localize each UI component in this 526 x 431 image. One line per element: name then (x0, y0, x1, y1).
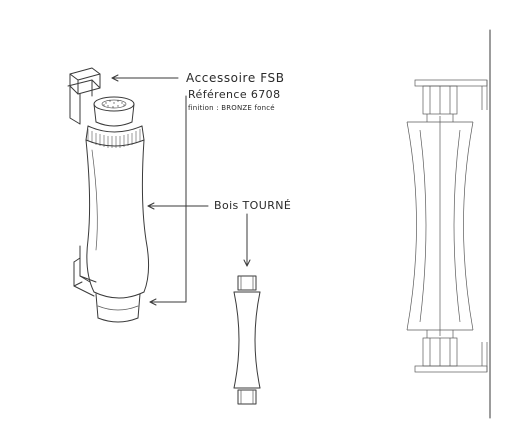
wood-label: Bois TOURNÉ (214, 199, 291, 212)
leader-lines (111, 74, 251, 306)
handle-perspective-sketch (67, 67, 150, 323)
elevation-bottom-bracket (414, 337, 488, 373)
turned-wood-body (85, 139, 150, 299)
elevation-body (406, 114, 474, 338)
elevation-top-bracket (414, 79, 488, 115)
bottom-socket (95, 293, 141, 323)
top-socket (85, 96, 145, 141)
elevation-drawing (406, 29, 491, 419)
finish-label: finition : BRONZE foncé (188, 104, 275, 112)
turned-wood-piece (233, 275, 261, 405)
socket-texture (103, 100, 125, 108)
annotations: Accessoire FSB Référence 6708 finition :… (186, 71, 291, 212)
reference-label: Référence 6708 (188, 88, 280, 101)
bottom-bracket (73, 245, 97, 297)
accessory-label: Accessoire FSB (186, 71, 285, 85)
top-bracket (67, 67, 101, 125)
